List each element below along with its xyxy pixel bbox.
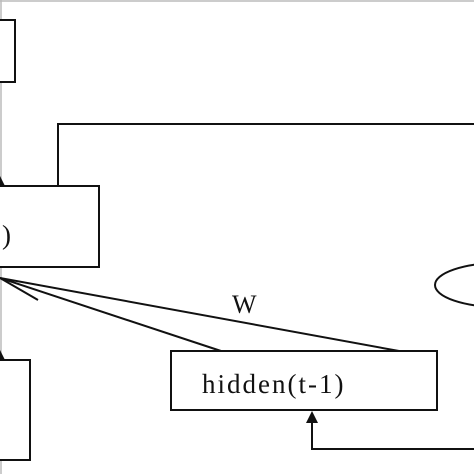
arrowhead-into-bottom-box — [0, 350, 5, 360]
ellipse — [434, 263, 474, 307]
arrowhead-into-hidden-t-minus-1 — [306, 411, 318, 423]
weight-connection-lower — [0, 277, 39, 301]
hidden-t-box — [0, 185, 100, 268]
hidden-t-minus-1-box — [170, 350, 438, 411]
weight-connection-right — [0, 277, 400, 352]
weight-connection-left — [0, 277, 222, 352]
recurrent-loop-upper — [57, 123, 474, 186]
hidden-t-minus-1-label: hidden(t-1) — [202, 369, 345, 399]
recurrent-loop-lower — [311, 422, 474, 450]
bottom-box — [0, 359, 31, 461]
top-box — [0, 19, 16, 83]
weight-label: W — [232, 290, 257, 319]
arrowhead-into-hidden-t — [0, 176, 5, 186]
hidden-t-label: ) — [2, 220, 13, 250]
